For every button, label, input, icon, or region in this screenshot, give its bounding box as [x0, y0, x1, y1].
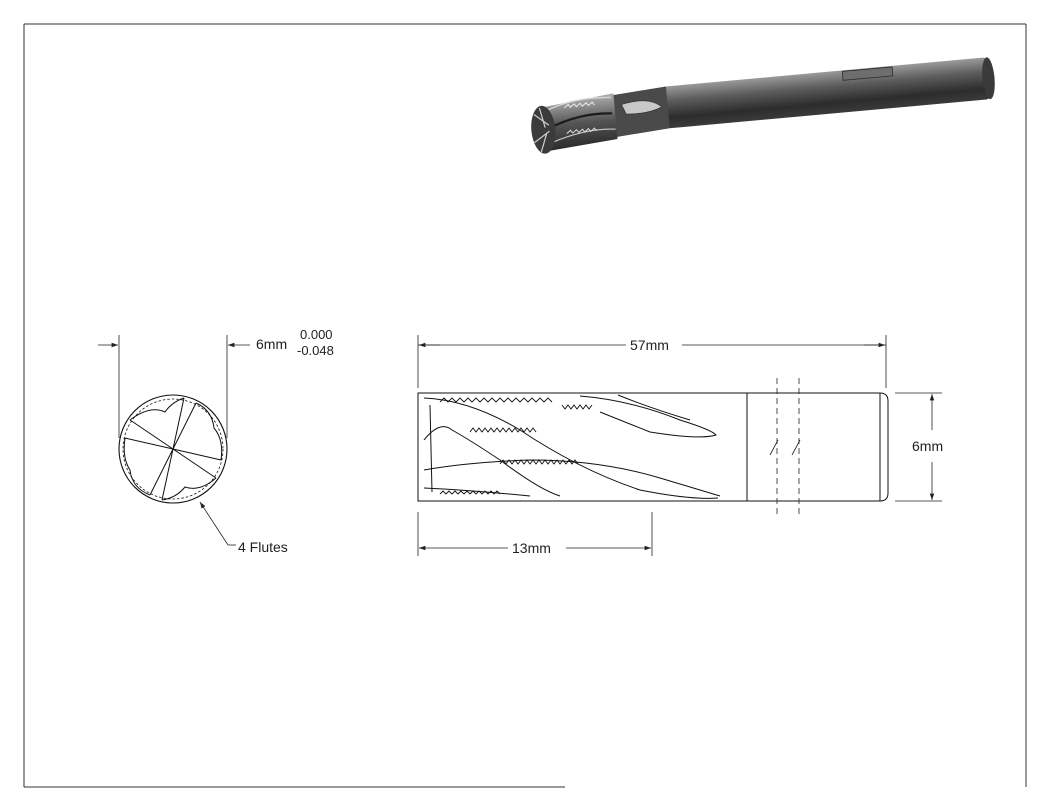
end-view-tolerance-upper: 0.000: [300, 327, 333, 342]
isometric-end-mill-render: [531, 57, 995, 154]
end-view-tolerance-lower: -0.048: [297, 343, 334, 358]
side-view: [417, 335, 942, 556]
flute-length-label: 13mm: [512, 540, 551, 556]
sheet-border: [23, 23, 1027, 788]
flute-section: [539, 93, 618, 152]
shank-flat: [841, 66, 894, 81]
side-view-outline: [417, 392, 889, 502]
end-view: [98, 335, 250, 546]
flutes-callout-label: 4 Flutes: [238, 539, 288, 555]
shank-end: [982, 57, 995, 100]
overall-length-label: 57mm: [630, 337, 669, 353]
cutter-tip: [531, 105, 556, 154]
shank-diameter-label: 6mm: [912, 438, 943, 454]
end-view-diameter-label: 6mm: [256, 336, 287, 352]
shank-body: [663, 57, 991, 129]
